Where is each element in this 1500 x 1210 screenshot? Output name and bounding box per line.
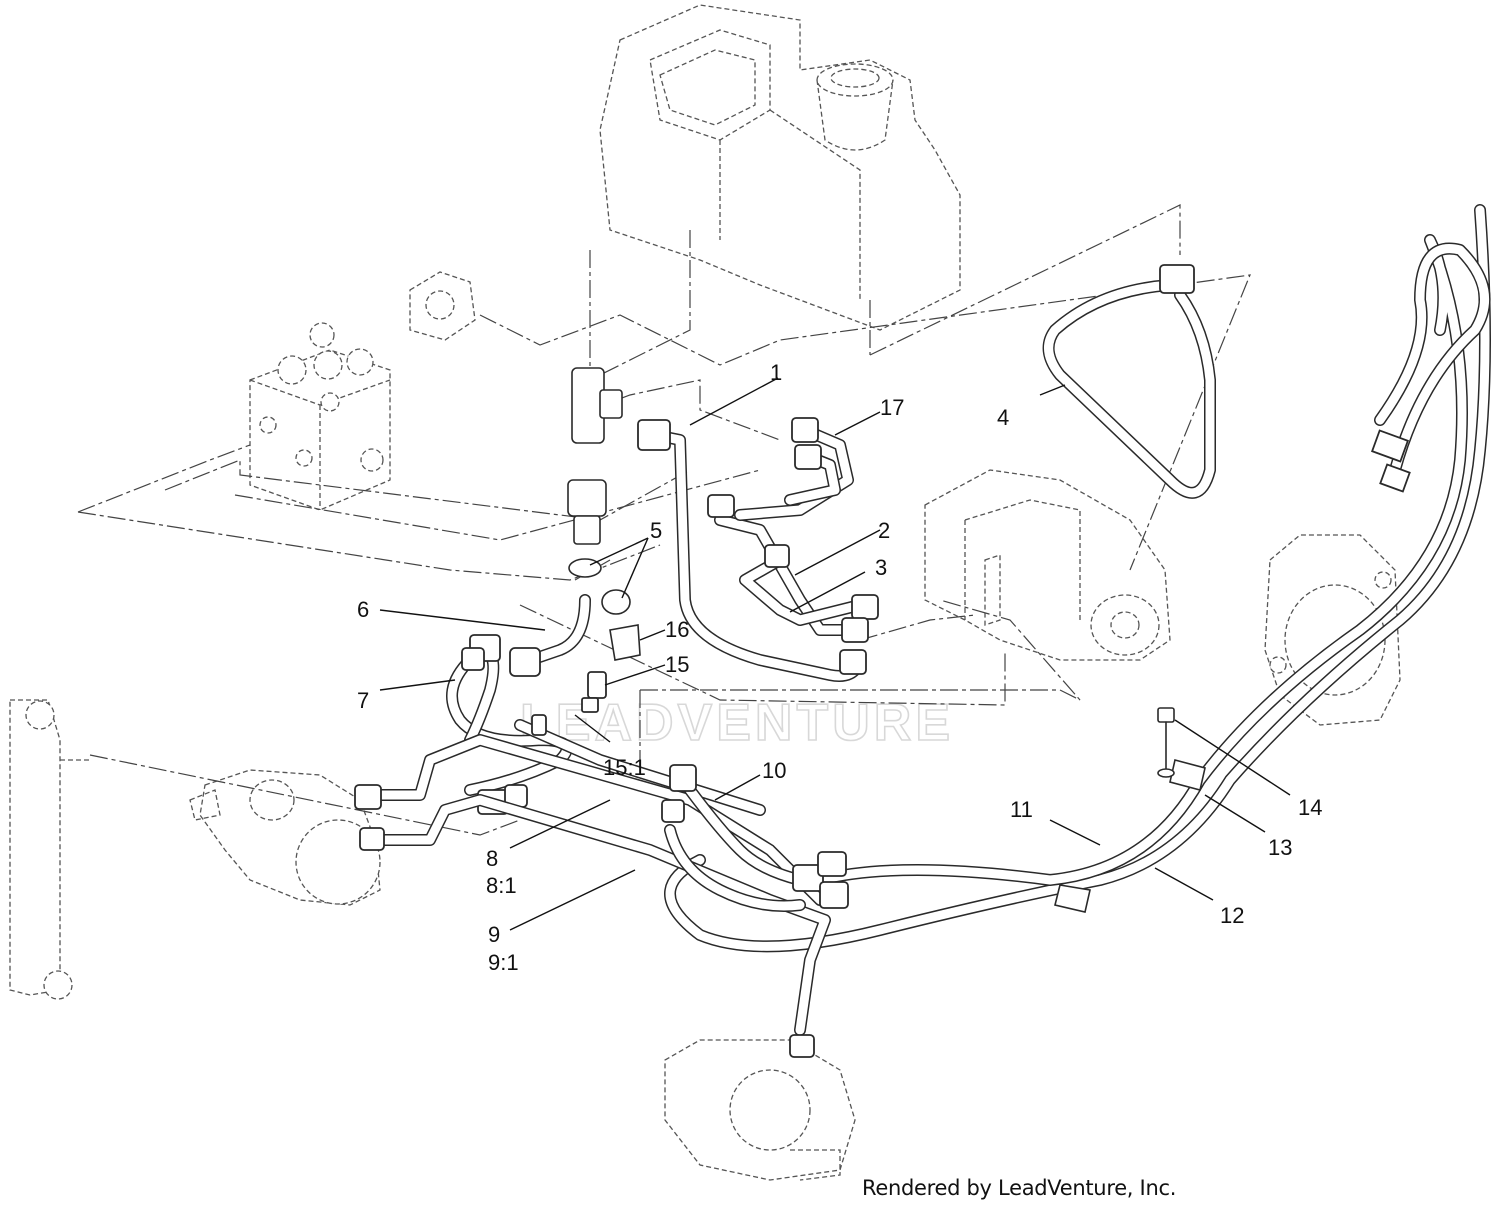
callout-10: 10 bbox=[762, 758, 786, 783]
callout-8-1: 8:1 bbox=[486, 873, 517, 898]
hydraulic-tank-ghost bbox=[599, 4, 961, 331]
callout-9-1: 9:1 bbox=[488, 950, 519, 975]
clip-16 bbox=[609, 624, 641, 661]
elbow-6 bbox=[509, 594, 591, 677]
motor-ghost-bottom bbox=[664, 1039, 856, 1181]
assembly-lines bbox=[77, 204, 1251, 836]
tube-17 bbox=[734, 417, 854, 521]
valve-block-ghost bbox=[249, 322, 391, 511]
callout-2: 2 bbox=[878, 518, 890, 543]
callout-labels: 1 17 4 2 3 5 6 16 15 7 15:1 10 8 8:1 9 9… bbox=[357, 360, 1322, 975]
callout-3: 3 bbox=[875, 555, 887, 580]
rendered-by-credit: Rendered by LeadVenture, Inc. bbox=[862, 1176, 1177, 1200]
pump-ghost bbox=[924, 469, 1171, 661]
hose-10 bbox=[661, 764, 849, 912]
cylinder-ghost bbox=[9, 699, 90, 1000]
long-return-hose bbox=[664, 204, 1491, 953]
callout-11: 11 bbox=[1010, 797, 1033, 822]
tubes-8-9 bbox=[354, 714, 831, 1058]
clamps-13-14 bbox=[1054, 707, 1206, 913]
callout-1: 1 bbox=[770, 360, 782, 385]
filter-ghost bbox=[409, 271, 476, 341]
callout-12: 12 bbox=[1220, 903, 1244, 928]
callout-15-1: 15:1 bbox=[603, 755, 646, 780]
long-supply-hose bbox=[814, 234, 1468, 886]
callout-7: 7 bbox=[357, 688, 369, 713]
upper-right-hoses bbox=[1370, 242, 1491, 493]
callout-4: 4 bbox=[997, 405, 1009, 430]
tee-fitting bbox=[567, 367, 623, 545]
callout-13: 13 bbox=[1268, 835, 1292, 860]
callout-15: 15 bbox=[665, 652, 689, 677]
tubes-2-3 bbox=[707, 494, 879, 675]
callout-5: 5 bbox=[650, 518, 662, 543]
tube-4 bbox=[1042, 264, 1216, 499]
callout-17: 17 bbox=[880, 395, 904, 420]
callout-16: 16 bbox=[665, 617, 689, 642]
motor-ghost-left bbox=[189, 769, 381, 906]
callout-8: 8 bbox=[486, 846, 498, 871]
callout-14: 14 bbox=[1298, 795, 1322, 820]
callout-9: 9 bbox=[488, 922, 500, 947]
clamps-5 bbox=[568, 558, 631, 615]
callout-6: 6 bbox=[357, 597, 369, 622]
leader-lines bbox=[379, 377, 1291, 931]
